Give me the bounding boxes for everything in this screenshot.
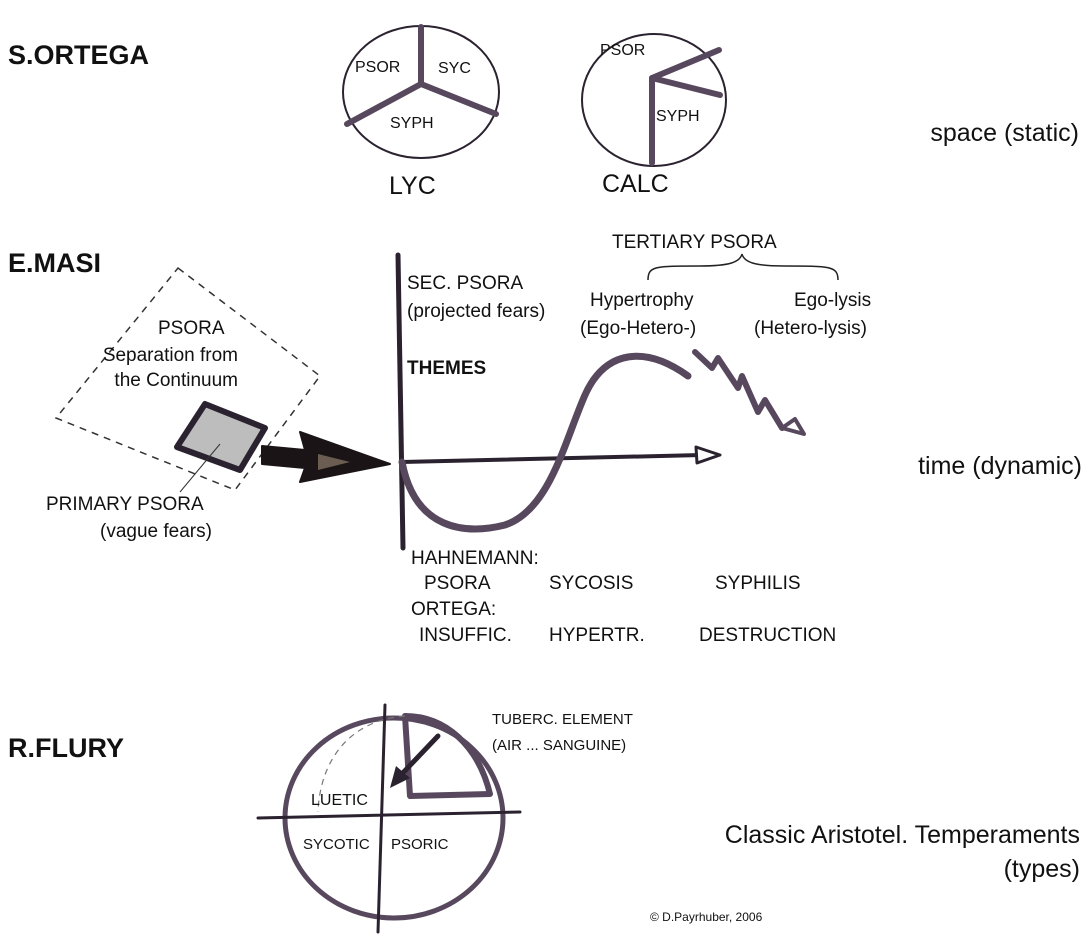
masi-time-axis — [402, 455, 702, 462]
lyc-syph-label: SYPH — [390, 115, 434, 132]
ortega-stage-label: ORTEGA: — [411, 599, 496, 620]
themes-label: THEMES — [407, 358, 486, 379]
luetic-label: LUETIC — [311, 792, 368, 809]
hahnemann-psora: PSORA — [424, 573, 491, 594]
hahnemann-syphilis: SYPHILIS — [715, 573, 801, 594]
tuberc-line1: TUBERC. ELEMENT — [492, 711, 633, 728]
primary-psora-line2: (vague fears) — [100, 521, 212, 542]
psora-line2: the Continuum — [114, 370, 238, 391]
masi-author: E.MASI — [8, 248, 101, 278]
lyc-syc-label: SYC — [438, 60, 471, 77]
masi-section: E.MASI PSORA Separation from the Continu… — [8, 232, 1082, 646]
psora-title: PSORA — [158, 318, 225, 339]
sec-psora-line2: (projected fears) — [407, 301, 545, 322]
temperament-horizontal-line — [258, 812, 520, 818]
hypertrophy-label: Hypertrophy — [590, 290, 694, 311]
hahnemann-sycosis: SYCOSIS — [549, 573, 633, 594]
hypertrophy-sub-label: (Ego-Hetero-) — [580, 318, 696, 339]
masi-caption: time (dynamic) — [918, 452, 1082, 480]
big-arrow — [262, 432, 390, 482]
masi-vertical-axis — [398, 255, 403, 548]
primary-psora-square — [177, 404, 265, 470]
copyright-text: © D.Payrhuber, 2006 — [650, 910, 763, 924]
tertiary-brace — [648, 254, 838, 280]
ortega-caption: space (static) — [930, 119, 1079, 147]
masi-zigzag — [695, 352, 782, 428]
flury-author: R.FLURY — [8, 733, 124, 763]
time-axis-arrowhead — [696, 447, 720, 463]
temperament-vertical-line — [378, 705, 385, 932]
calc-psor-label: PSOR — [600, 42, 645, 59]
sec-psora-line1: SEC. PSORA — [407, 273, 523, 294]
egolysis-label: Ego-lysis — [794, 290, 871, 311]
ortega-section: S.ORTEGA PSOR SYC SYPH LYC PSOR SYPH CAL… — [8, 26, 1079, 200]
tertiary-psora-label: TERTIARY PSORA — [612, 232, 777, 253]
flury-caption-line1: Classic Aristotel. Temperaments — [725, 821, 1080, 849]
flury-section: R.FLURY TUBERC. ELEMENT (AIR ... SANGUIN… — [8, 705, 1080, 932]
calc-label: CALC — [602, 170, 669, 198]
psora-line1: Separation from — [103, 345, 238, 366]
sycotic-label: SYCOTIC — [303, 836, 370, 853]
ortega-insuffic: INSUFFIC. — [419, 625, 512, 646]
egolysis-sub-label: (Hetero-lysis) — [754, 318, 867, 339]
calc-syph-label: SYPH — [656, 108, 700, 125]
calc-circle-diagram: PSOR SYPH CALC — [582, 34, 726, 198]
ortega-destruction: DESTRUCTION — [699, 625, 836, 646]
hahnemann-label: HAHNEMANN: — [411, 548, 539, 569]
calc-sector-line — [652, 78, 720, 95]
flury-caption-line2: (types) — [1004, 855, 1080, 883]
tuberc-line2: (AIR ... SANGUINE) — [492, 737, 626, 754]
ortega-hypertr: HYPERTR. — [549, 625, 645, 646]
lyc-psor-label: PSOR — [355, 59, 400, 76]
zigzag-arrowhead — [782, 419, 804, 434]
lyc-circle-diagram: PSOR SYC SYPH LYC — [343, 26, 499, 200]
primary-psora-line1: PRIMARY PSORA — [46, 494, 204, 515]
masi-sine-wave — [402, 356, 688, 529]
calc-dividers — [652, 50, 719, 163]
lyc-label: LYC — [389, 172, 436, 200]
ortega-author: S.ORTEGA — [8, 40, 149, 70]
psoric-label: PSORIC — [391, 836, 449, 853]
